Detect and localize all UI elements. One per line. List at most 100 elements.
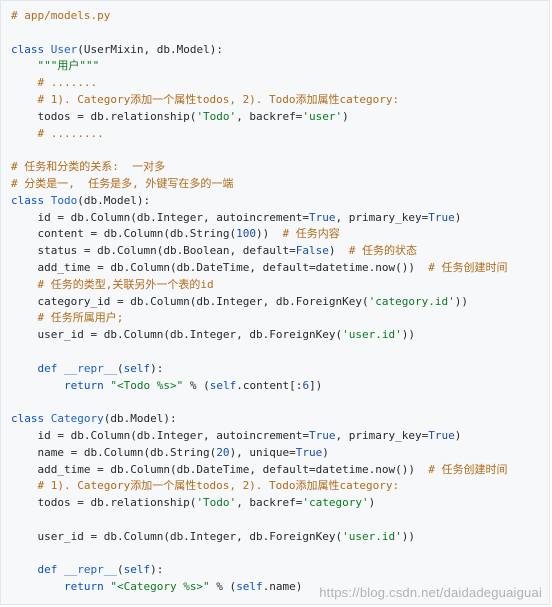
code-line: add_time = db.Column(db.DateTime, defaul…: [11, 462, 549, 479]
code-line: # ........: [11, 126, 549, 143]
code-token: 'user.id': [342, 529, 402, 543]
code-token: , backref=: [236, 496, 303, 510]
code-token: 'user.id': [342, 328, 402, 342]
code-token: .name): [262, 580, 303, 594]
code-line: name = db.Column(db.String(20), unique=T…: [11, 445, 549, 462]
code-token: , primary_key=: [335, 428, 429, 442]
code-line: return "<Todo %s>" % (self.content[:6]): [11, 378, 549, 395]
code-line: [11, 394, 549, 411]
code-line: [11, 546, 549, 563]
code-line: todos = db.relationship('Todo', backref=…: [11, 109, 549, 126]
code-token: ): [454, 210, 462, 224]
code-line: user_id = db.Column(db.Integer, db.Forei…: [11, 529, 549, 546]
code-token: , backref=: [236, 109, 303, 123]
code-token: 'user': [302, 109, 343, 123]
code-line: [11, 25, 549, 42]
code-token: self: [123, 563, 151, 577]
code-token: todos = db.relationship(: [11, 109, 197, 123]
code-token: 100: [236, 227, 257, 241]
code-token: return: [63, 378, 111, 392]
code-line: [11, 512, 549, 529]
code-token: todos = db.relationship(: [11, 496, 197, 510]
code-token: # .......: [11, 76, 98, 90]
code-token: % (: [209, 580, 237, 594]
code-line: class Todo(db.Model):: [11, 193, 549, 210]
code-line: # .......: [11, 75, 549, 92]
code-token: __repr__: [64, 563, 117, 577]
code-token: 'category': [302, 496, 369, 510]
code-token: # 任务的类型,关联另外一个表的id: [11, 277, 214, 291]
code-line: return "<Category %s>" % (self.name): [11, 579, 549, 596]
code-line: # 1). Category添加一个属性todos, 2). Todo添加属性c…: [11, 478, 549, 495]
code-token: # 任务所属用户;: [11, 311, 124, 325]
code-token: [11, 59, 38, 72]
code-token: # 任务创建时间: [428, 260, 508, 274]
code-token: True: [428, 428, 455, 442]
code-token: Category: [50, 412, 104, 426]
code-line: id = db.Column(db.Integer, autoincrement…: [11, 210, 549, 227]
code-token: ): [342, 109, 349, 123]
code-token: # 1). Category添加一个属性todos, 2). Todo添加属性c…: [11, 479, 400, 493]
code-token: self: [123, 361, 151, 375]
code-token: 'Todo': [196, 109, 237, 123]
code-line: [11, 142, 549, 159]
code-token: Todo: [50, 193, 78, 207]
code-token: [11, 379, 64, 392]
code-line: class Category(db.Model):: [11, 411, 549, 428]
code-line: id = db.Column(db.Integer, autoincrement…: [11, 428, 549, 445]
code-token: # 任务的状态: [348, 244, 418, 258]
code-token: # ........: [11, 126, 104, 140]
code-token: % (: [183, 378, 210, 392]
code-token: __repr__: [64, 361, 117, 375]
code-token: user_id = db.Column(db.Integer, db.Forei…: [11, 328, 343, 342]
code-line: # 分类是一, 任务是多, 外键写在多的一端: [11, 176, 549, 193]
code-token: 6: [302, 378, 310, 392]
code-token: ): [328, 244, 349, 258]
code-token: "<Category %s>": [110, 580, 210, 594]
code-token: self: [236, 580, 263, 594]
code-token: content = db.Column(db.String(: [11, 227, 237, 241]
code-token: add_time = db.Column(db.DateTime, defaul…: [11, 462, 429, 476]
code-line: def __repr__(self):: [11, 361, 549, 378]
code-token: ):: [150, 563, 164, 577]
code-line: todos = db.relationship('Todo', backref=…: [11, 495, 549, 512]
code-token: # 1). Category添加一个属性todos, 2). Todo添加属性c…: [11, 92, 400, 106]
code-line: def __repr__(self):: [11, 562, 549, 579]
code-token: )): [454, 294, 468, 308]
code-token: # 任务和分类的关系: 一对多: [11, 160, 166, 174]
code-token: , primary_key=: [335, 210, 429, 224]
code-token: True: [295, 445, 323, 459]
code-token: 20: [216, 445, 230, 459]
code-token: # 任务创建时间: [428, 462, 508, 476]
code-token: # 任务内容: [282, 227, 340, 241]
code-token: )): [401, 328, 415, 342]
code-line: # 任务的类型,关联另外一个表的id: [11, 277, 549, 294]
code-token: .content[:: [236, 378, 303, 392]
code-token: False: [295, 244, 329, 258]
code-token: ]): [309, 378, 323, 392]
code-token: True: [428, 210, 455, 224]
code-token: ), unique=: [229, 445, 296, 459]
code-line: """用户""": [11, 58, 549, 75]
code-token: 'category.id': [368, 294, 455, 308]
code-token: (db.Model):: [77, 193, 151, 207]
code-token: name = db.Column(db.String(: [11, 445, 217, 459]
code-token: add_time = db.Column(db.DateTime, defaul…: [11, 260, 429, 274]
code-token: 'Todo': [196, 496, 237, 510]
code-token: True: [309, 428, 336, 442]
code-token: ): [454, 428, 462, 442]
code-token: def: [37, 563, 64, 577]
code-line: # 任务和分类的关系: 一对多: [11, 159, 549, 176]
code-token: [11, 362, 38, 375]
code-token: id = db.Column(db.Integer, autoincrement…: [11, 210, 310, 224]
code-token: # 分类是一, 任务是多, 外键写在多的一端: [11, 176, 234, 190]
code-token: class: [11, 412, 51, 426]
code-token: (: [116, 563, 124, 577]
code-token: """用户""": [37, 59, 100, 73]
code-content: # app/models.py class User(UserMixin, db…: [11, 8, 549, 596]
code-line: # app/models.py: [11, 8, 549, 25]
code-token: # app/models.py: [11, 9, 111, 22]
code-token: )): [401, 529, 415, 543]
watermark-text: https://blog.csdn.net/daidadeguaiguai: [319, 585, 542, 600]
code-line: # 1). Category添加一个属性todos, 2). Todo添加属性c…: [11, 92, 549, 109]
